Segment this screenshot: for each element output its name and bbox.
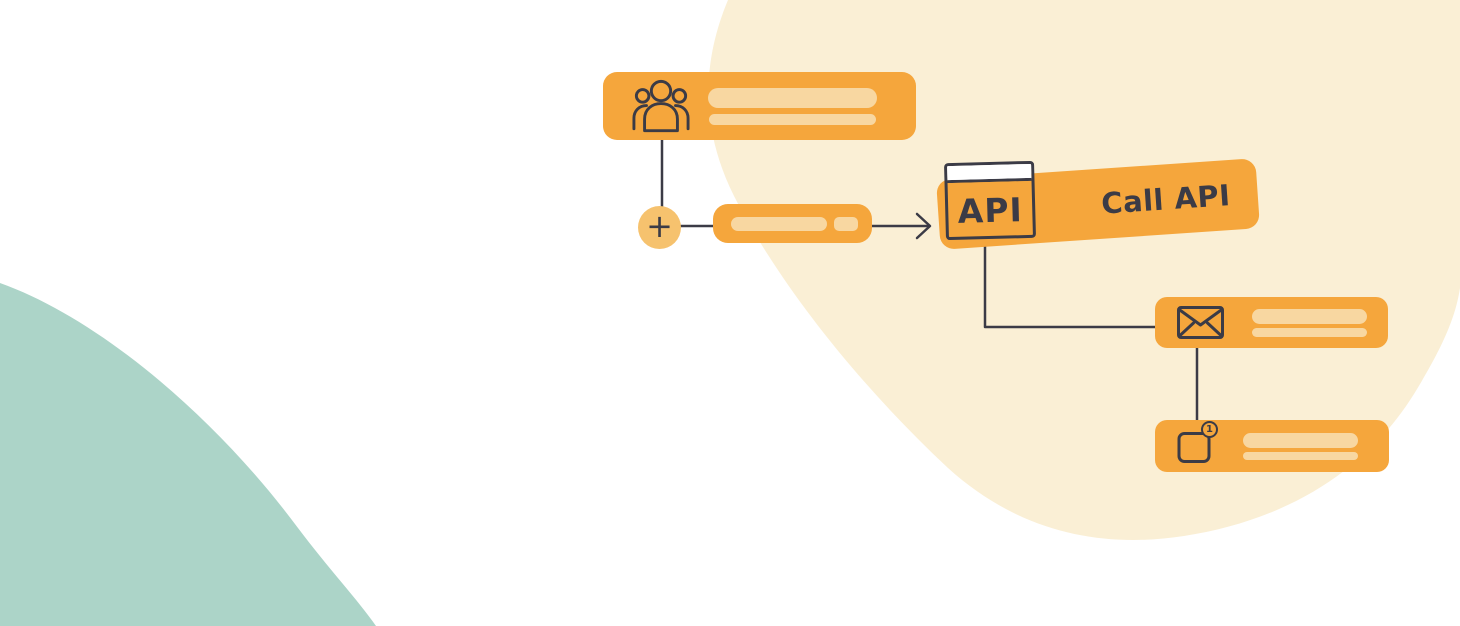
api-browser-window-icon: API xyxy=(944,160,1036,241)
add-step-button[interactable]: + xyxy=(638,206,681,249)
notification-badge: 1 xyxy=(1201,421,1218,438)
notification-placeholder-bars xyxy=(1243,432,1358,460)
trigger-placeholder-bars xyxy=(708,87,877,125)
badge-count: 1 xyxy=(1206,423,1213,435)
placeholder-bar xyxy=(1252,308,1367,324)
plus-icon: + xyxy=(646,207,673,245)
teal-blob-shape xyxy=(0,283,376,626)
placeholder-bar xyxy=(1243,432,1358,448)
email-placeholder-bars xyxy=(1252,308,1367,337)
envelope-icon xyxy=(1177,306,1224,339)
placeholder-bar xyxy=(1252,327,1367,337)
action-pill-node[interactable] xyxy=(713,204,872,243)
call-api-label: Call API xyxy=(1100,178,1232,221)
trigger-node-contacts[interactable] xyxy=(603,72,916,140)
placeholder-bar xyxy=(731,216,827,231)
notification-node[interactable]: 1 xyxy=(1155,420,1389,472)
email-node[interactable] xyxy=(1155,297,1388,348)
placeholder-bar xyxy=(1243,451,1358,460)
notification-square-icon: 1 xyxy=(1177,421,1218,465)
placeholder-bar xyxy=(709,113,876,125)
connector-api-to-email xyxy=(983,244,1158,329)
arrow-icon xyxy=(915,212,932,240)
contacts-group-icon xyxy=(632,79,690,132)
api-icon-text: API xyxy=(957,190,1024,231)
placeholder-bar xyxy=(708,87,877,108)
placeholder-bar xyxy=(834,216,858,231)
notification-square-outline xyxy=(1177,432,1211,463)
